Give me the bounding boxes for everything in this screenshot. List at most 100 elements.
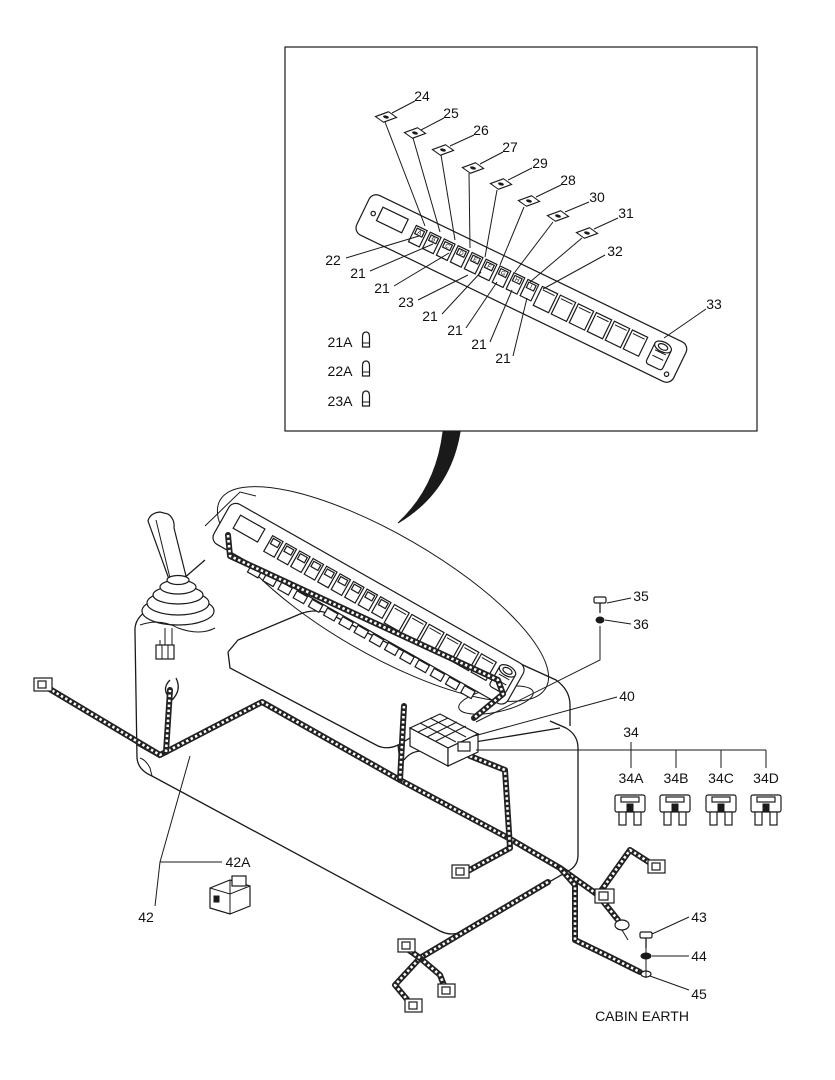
- leader-24: [384, 100, 426, 227]
- leader-45: [649, 975, 690, 991]
- leader-21d: [465, 281, 498, 329]
- connector-right: [647, 859, 666, 874]
- terminal-block: [398, 650, 415, 665]
- console-top-right-edge: [511, 659, 571, 726]
- earth-screw-43: [639, 931, 653, 948]
- switch-letter: D: [458, 250, 465, 258]
- inset-panel-hole-left: [370, 210, 377, 217]
- rocker-switch: [330, 572, 352, 597]
- rocker-switch: [316, 565, 338, 589]
- terminal-block: [307, 598, 324, 614]
- harness-connectors: [33, 677, 666, 1013]
- panel-highlight-oval: [216, 486, 550, 702]
- leader-31: [529, 217, 619, 283]
- terminal-block: [368, 633, 385, 648]
- inset-knob: [645, 340, 673, 371]
- rocker-switch: F: [477, 258, 498, 282]
- terminal-block: [292, 590, 309, 605]
- blank-switch: [550, 294, 577, 323]
- rocker-switch: [357, 588, 379, 612]
- leader-26: [440, 134, 475, 241]
- callout-21: 21: [374, 280, 390, 296]
- blade-fuse-icon: [705, 794, 737, 826]
- callout-28: 28: [560, 172, 576, 188]
- indicator-tag: [489, 178, 513, 190]
- callout-25: 25: [443, 105, 459, 121]
- callout-36: 36: [633, 616, 649, 632]
- blank-switch: [568, 303, 595, 331]
- rocker-switch: G: [491, 265, 512, 289]
- wiring-harness: [45, 532, 658, 1006]
- leader-33: [663, 308, 707, 339]
- fuse-box: [408, 713, 480, 767]
- bulb-22A-icon: [361, 360, 371, 377]
- leader-36: [604, 619, 632, 625]
- rocker-switch: I: [519, 278, 540, 302]
- washer-36: [595, 616, 605, 624]
- leader-40: [473, 696, 618, 737]
- rocker-switch: [289, 550, 311, 574]
- callout-35: 35: [633, 588, 649, 604]
- callout-34: 34: [623, 724, 639, 740]
- callout-21A: 21A: [328, 334, 354, 350]
- leader-21c: [441, 271, 482, 315]
- main-leader-lines: [154, 597, 767, 991]
- callout-23A: 23A: [328, 393, 354, 409]
- terminal-block: [338, 615, 355, 631]
- leader-21b: [393, 252, 450, 287]
- indicator-tag: [374, 111, 398, 123]
- switch-letter: F: [486, 264, 492, 271]
- blank-switch: [470, 653, 498, 682]
- leader-21f: [512, 297, 528, 357]
- callout-34A: 34A: [619, 770, 645, 786]
- callout-21: 21: [422, 308, 438, 324]
- leader-35: [606, 597, 632, 604]
- terminal-block: [353, 624, 370, 640]
- blank-switch: [383, 603, 411, 633]
- indicator-tag: [517, 195, 541, 207]
- terminal-block: [414, 658, 431, 674]
- main-terminal-row: [246, 564, 476, 700]
- leader-30: [514, 201, 590, 273]
- connector-front: [451, 864, 470, 879]
- callout-40: 40: [619, 688, 635, 704]
- leader-27: [468, 151, 504, 249]
- callout-22: 22: [325, 252, 341, 268]
- connector-lower-c: [404, 998, 423, 1013]
- blank-switch: [604, 320, 631, 349]
- indicator-tag: [461, 162, 485, 174]
- inset-leader-lines: [345, 100, 707, 357]
- indicator-tag: [546, 210, 570, 222]
- rocker-switch: [262, 534, 284, 559]
- indicator-tag: [575, 227, 599, 239]
- leader-28: [499, 184, 562, 266]
- switch-letter: G: [499, 270, 506, 278]
- indicator-tags: [374, 111, 599, 239]
- terminal-block: [459, 684, 476, 700]
- leader-42: [154, 755, 222, 907]
- inset-indicator-window: [375, 206, 410, 234]
- switch-letter: A: [416, 230, 422, 237]
- callout-21: 21: [495, 350, 511, 366]
- callout-21: 21: [471, 336, 487, 352]
- callout-31: 31: [618, 205, 634, 221]
- leader-29: [484, 167, 533, 258]
- callout-27: 27: [502, 139, 518, 155]
- joystick: [139, 511, 216, 701]
- inset-panel-hole-right: [663, 371, 670, 378]
- switch-letter: I: [529, 284, 533, 290]
- joystick-connector: [155, 644, 175, 660]
- main-switch-panel: [212, 502, 525, 705]
- leader-25: [412, 117, 445, 233]
- blank-switch: [622, 329, 649, 358]
- callout-24: 24: [414, 88, 430, 104]
- switch-letter: H: [514, 277, 521, 284]
- fuse-set: [614, 794, 782, 826]
- callout-30: 30: [589, 189, 605, 205]
- cabin-earth-note: CABIN EARTH: [595, 1008, 689, 1024]
- rocker-switch: [343, 580, 365, 604]
- bulb-21A-icon: [361, 331, 371, 348]
- callout-44: 44: [691, 948, 707, 964]
- leader-21a: [369, 243, 434, 272]
